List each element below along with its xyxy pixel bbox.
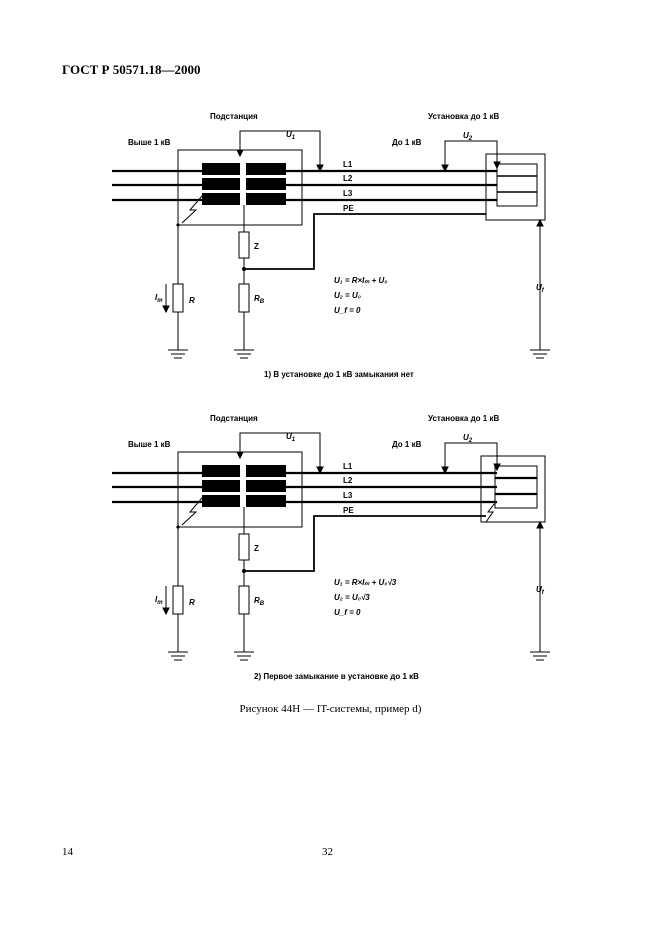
resistor-rb [238, 283, 250, 313]
line-label-l2: L2 [343, 174, 353, 183]
title-installation: Установка до 1 кВ [428, 112, 499, 121]
transformer-icon [202, 163, 286, 205]
im-arrow [162, 586, 170, 616]
r-label: R [189, 296, 195, 305]
equation-2: U₂ = U₀√3 [334, 593, 370, 602]
line-label-pe: PE [343, 506, 354, 515]
im-arrow [162, 284, 170, 314]
label-above-1kv: Выше 1 кВ [128, 138, 171, 147]
line-label-l3: L3 [343, 491, 353, 500]
u2-voltage-arrow [441, 442, 501, 475]
u1-label: U1 [286, 130, 296, 141]
z-label: Z [254, 544, 259, 553]
fault-lightning-icon [181, 497, 203, 526]
u1-label: U1 [286, 432, 296, 443]
substation-box [177, 149, 303, 226]
im-label: Im [155, 293, 163, 304]
diagram-caption: 1) В установке до 1 кВ замыкания нет [264, 370, 414, 379]
rb-label: RB [254, 596, 265, 607]
pe-conductor [244, 515, 486, 572]
figure-caption: Рисунок 44Н — IT-системы, пример d) [239, 703, 422, 715]
pe-conductor [244, 213, 486, 270]
line-label-l2: L2 [343, 476, 353, 485]
im-label: Im [155, 595, 163, 606]
equation-1: U₁ = R×Iₘ + U₀ [334, 276, 387, 285]
impedance-z [238, 231, 250, 259]
equipment-box [496, 163, 538, 207]
label-upto-1kv: До 1 кВ [392, 138, 422, 147]
equipment-box [494, 465, 538, 509]
z-label: Z [254, 242, 259, 251]
title-installation: Установка до 1 кВ [428, 414, 499, 423]
resistor-r [172, 283, 184, 313]
phase-lines [112, 471, 497, 504]
equation-3: U_f = 0 [334, 306, 361, 315]
title-substation: Подстанция [210, 112, 258, 121]
line-label-l1: L1 [343, 160, 353, 169]
equation-2: U₂ = U₀ [334, 291, 361, 300]
line-label-l1: L1 [343, 462, 353, 471]
diagram-2: Подстанция Установка до 1 кВ Выше 1 кВ Д… [112, 414, 550, 681]
page-number-center: 32 [322, 846, 333, 858]
resistor-r [172, 585, 184, 615]
u1-voltage-arrow [236, 130, 324, 173]
rb-label: RB [254, 294, 265, 305]
uf-label: Uf [536, 585, 545, 596]
diagram-caption: 2) Первое замыкание в установке до 1 кВ [254, 672, 419, 681]
label-upto-1kv: До 1 кВ [392, 440, 422, 449]
r-label: R [189, 598, 195, 607]
substation-box [177, 451, 303, 528]
uf-label: Uf [536, 283, 545, 294]
resistor-rb [238, 585, 250, 615]
diagram-1: Подстанция Установка до 1 кВ Выше 1 кВ Д… [112, 112, 550, 379]
line-label-pe: PE [343, 204, 354, 213]
line-label-l3: L3 [343, 189, 353, 198]
u2-label: U2 [463, 131, 473, 142]
installation-box [480, 455, 546, 523]
lv-fault-lightning-icon [485, 502, 496, 523]
installation-box [485, 153, 546, 221]
fault-lightning-icon [181, 195, 203, 224]
equation-1: U₁ = R×Iₘ + U₀√3 [334, 578, 397, 587]
u2-label: U2 [463, 433, 473, 444]
page-number-left: 14 [62, 846, 73, 858]
document-code: ГОСТ Р 50571.18—2000 [62, 62, 201, 77]
transformer-icon [202, 465, 286, 507]
title-substation: Подстанция [210, 414, 258, 423]
label-above-1kv: Выше 1 кВ [128, 440, 171, 449]
u2-voltage-arrow [441, 140, 501, 173]
impedance-z [238, 533, 250, 561]
phase-lines [112, 169, 497, 202]
equation-3: U_f = 0 [334, 608, 361, 617]
